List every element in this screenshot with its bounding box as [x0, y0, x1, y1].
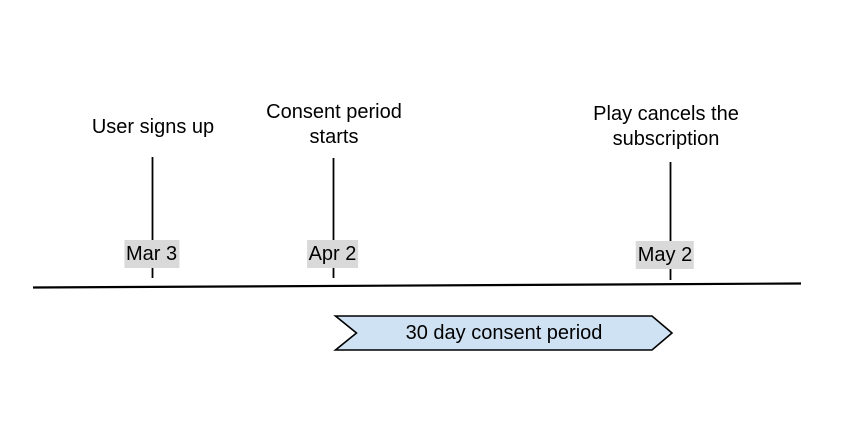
- timeline-axis: [32, 282, 802, 289]
- event-label-play-cancels-subscription: Play cancels the subscription: [593, 102, 739, 152]
- event-label-line: starts: [309, 126, 359, 148]
- event-label-consent-period-starts: Consent period starts: [266, 100, 402, 150]
- event-label-line: Play cancels the: [593, 103, 739, 125]
- event-label-line: User signs up: [91, 116, 215, 138]
- consent-period-banner-shape: [333, 315, 674, 351]
- event-label-user-signs-up: User signs up: [92, 115, 214, 140]
- event-label-line: subscription: [612, 128, 720, 150]
- date-label-mar-3: Mar 3: [123, 240, 180, 268]
- event-label-line: Consent period: [266, 101, 402, 123]
- date-label-apr-2: Apr 2: [306, 240, 359, 268]
- consent-period-banner-label: 30 day consent period: [405, 322, 603, 344]
- date-label-may-2: May 2: [635, 241, 695, 269]
